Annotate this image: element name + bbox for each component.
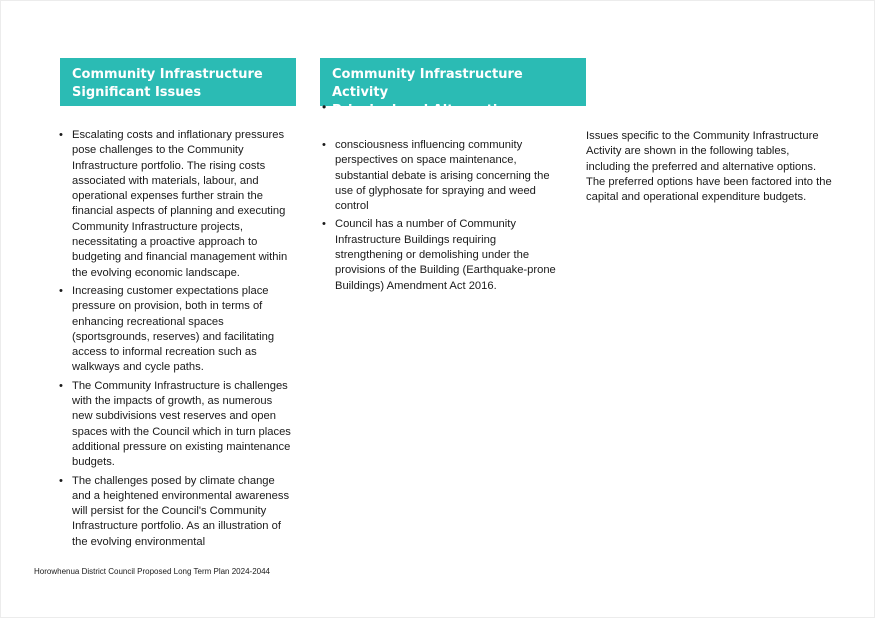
significant-issues-heading-line1: Community Infrastructure bbox=[72, 67, 263, 82]
significant-issues-list-continued: consciousness influencing community pers… bbox=[322, 138, 562, 297]
list-item: consciousness influencing community pers… bbox=[322, 138, 562, 214]
significant-issues-list: Escalating costs and inflationary pressu… bbox=[59, 128, 291, 558]
list-item: Escalating costs and inflationary pressu… bbox=[59, 128, 291, 281]
stray-bullet: • bbox=[322, 100, 327, 114]
significant-issues-heading: Community Infrastructure Significant Iss… bbox=[60, 58, 296, 106]
significant-issues-heading-line2: Significant Issues bbox=[72, 85, 202, 100]
principal-options-heading-line1: Community Infrastructure Activity bbox=[332, 67, 523, 100]
principal-options-heading-line2: Principal and Alternative Options bbox=[332, 103, 515, 136]
list-item: The challenges posed by climate change a… bbox=[59, 474, 291, 550]
options-intro-paragraph: Issues specific to the Community Infrast… bbox=[586, 130, 832, 204]
principal-options-heading: Community Infrastructure Activity Princi… bbox=[320, 58, 586, 136]
list-item: Council has a number of Community Infras… bbox=[322, 217, 562, 293]
list-item: Increasing customer expectations place p… bbox=[59, 284, 291, 376]
page-footer: Horowhenua District Council Proposed Lon… bbox=[34, 567, 270, 576]
list-item: The Community Infrastructure is challeng… bbox=[59, 379, 291, 471]
